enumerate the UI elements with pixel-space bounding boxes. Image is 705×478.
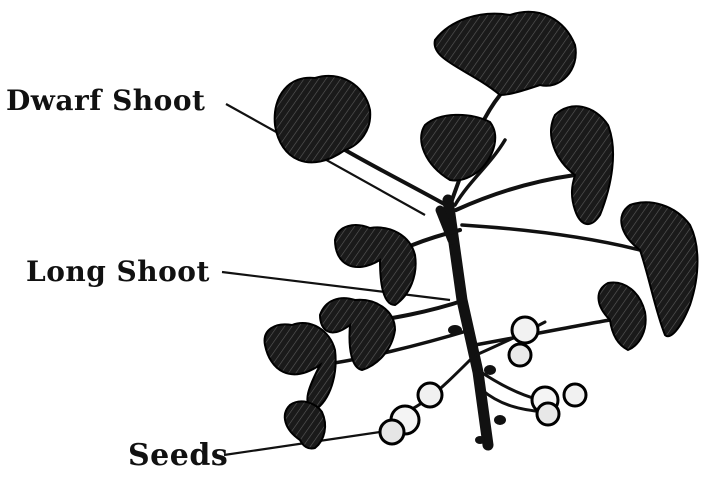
long-shoot-label: Long Shoot [26, 255, 210, 288]
leaf [421, 115, 495, 181]
seed [512, 317, 538, 343]
leaf [285, 401, 325, 448]
seed [564, 384, 586, 406]
leaf [551, 106, 613, 224]
seed [537, 403, 559, 425]
long-shoot-leader [222, 272, 450, 300]
seed [509, 344, 531, 366]
leaf [598, 283, 645, 350]
seed [418, 383, 442, 407]
leaf [275, 76, 371, 163]
leaf [335, 225, 416, 305]
leaf [435, 12, 576, 95]
dwarf-shoot-label: Dwarf Shoot [6, 84, 205, 117]
seeds-label: Seeds [128, 438, 228, 473]
leaf [265, 323, 336, 410]
seed [380, 420, 404, 444]
